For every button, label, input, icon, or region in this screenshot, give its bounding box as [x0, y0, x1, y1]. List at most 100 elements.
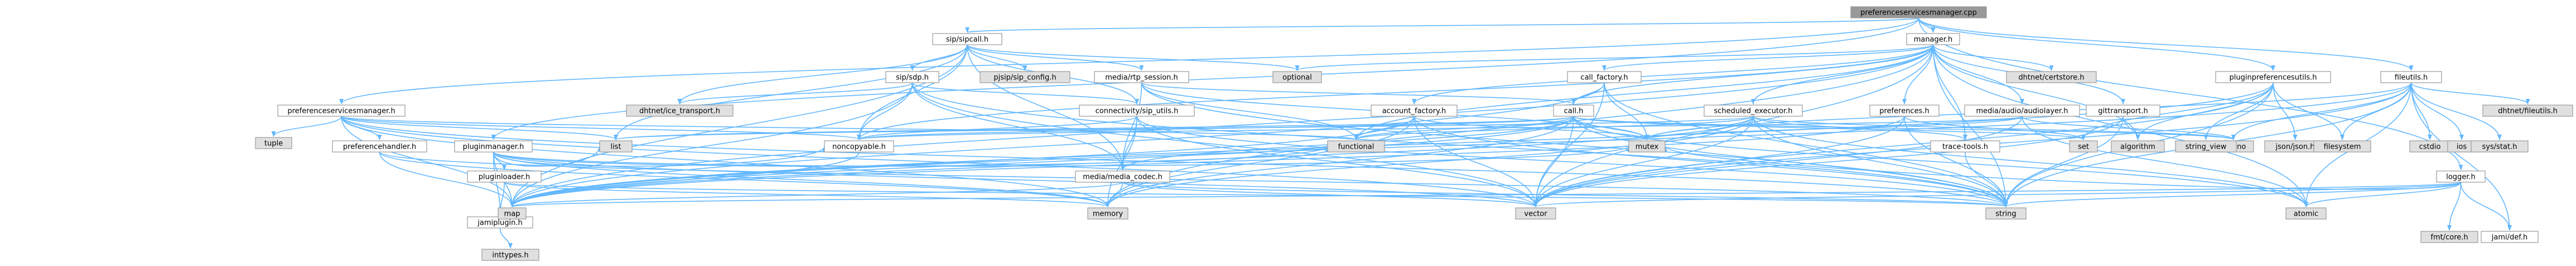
- node-label: pluginpreferencesutils.h: [2229, 74, 2317, 82]
- node-box: [1906, 33, 1960, 45]
- node-trace_tools[interactable]: trace-tools.h: [1930, 140, 2000, 153]
- node-scheduled_executor[interactable]: scheduled_executor.h: [1704, 104, 1803, 117]
- node-box: [1628, 140, 1666, 153]
- node-label: json/json.h: [2275, 143, 2315, 151]
- node-connectivity[interactable]: connectivity/sip_utils.h: [1079, 104, 1195, 117]
- node-label: media/audio/audiolayer.h: [1976, 107, 2068, 116]
- edge-manager-to-algorithm: [1932, 44, 2140, 140]
- edge-sipvoipcall-to-pjsip_config: [967, 44, 1027, 71]
- edge-logger-to-fmt_core: [2447, 182, 2462, 231]
- edge-sipvoipcall-to-noncopyable: [857, 44, 968, 140]
- node-box: [1094, 71, 1189, 83]
- node-media_codec[interactable]: media/media_codec.h: [1075, 170, 1170, 183]
- node-call_h[interactable]: call.h: [1553, 104, 1594, 117]
- node-box: [1327, 140, 1385, 153]
- node-pluginloader[interactable]: pluginloader.h: [467, 170, 542, 183]
- node-box: [1850, 6, 1987, 18]
- node-account_factory[interactable]: account_factory.h: [1371, 104, 1458, 117]
- node-atomic: atomic: [2285, 207, 2327, 220]
- edge-account_factory-to-mutex: [1414, 116, 1649, 140]
- edge-logger-to-atomic: [2304, 182, 2462, 207]
- node-label: list: [610, 143, 621, 151]
- edge-jamiplugin-to-inttypes: [499, 227, 513, 249]
- edge-logger-to-mutex: [1663, 146, 2462, 190]
- edge-prefservicesmgr_h-to-tuple: [271, 116, 342, 137]
- node-sipvoipcall[interactable]: sip/sipcall.h: [932, 33, 1002, 45]
- node-audiolayer[interactable]: media/audio/audiolayer.h: [1964, 104, 2080, 117]
- node-fileutils[interactable]: fileutils.h: [2380, 71, 2442, 83]
- edge-fileutils-to-ios: [2410, 82, 2464, 140]
- edge-scheduled_executor-to-vector: [1533, 116, 1754, 207]
- edge-manager-to-noncopyable: [857, 44, 1934, 140]
- node-box: [980, 71, 1070, 83]
- node-label: pluginloader.h: [479, 173, 530, 182]
- node-logger[interactable]: logger.h: [2436, 170, 2486, 183]
- node-label: sip/sipcall.h: [946, 36, 988, 44]
- edge-scheduled_executor-to-string: [1753, 116, 2008, 207]
- node-media_rtp[interactable]: media/rtp_session.h: [1094, 71, 1189, 83]
- node-box: [454, 140, 533, 153]
- node-map: map: [498, 207, 527, 220]
- edge-manager-to-functional: [1354, 44, 1934, 140]
- node-box: [1515, 207, 1556, 220]
- edge-pluginmanager-to-memory: [493, 151, 1110, 207]
- node-label: manager.h: [1914, 36, 1953, 44]
- node-set: set: [2069, 140, 2098, 153]
- edge-layer: [271, 17, 2530, 249]
- node-box: [2482, 104, 2573, 117]
- node-label: tuple: [264, 140, 283, 148]
- node-box: [1704, 104, 1803, 117]
- edge-scheduled_executor-to-list: [614, 116, 1754, 140]
- node-cstdio: cstdio: [2409, 140, 2450, 153]
- node-sipsdp[interactable]: sip/sdp.h: [885, 71, 939, 83]
- node-box: [1964, 104, 2080, 117]
- edge-pluginmanager-to-noncopyable: [493, 146, 827, 167]
- node-label: sip/sdp.h: [896, 74, 929, 82]
- edge-pluginprefutils-to-vector: [1533, 82, 2274, 207]
- edge-sipsdp-to-connectivity: [911, 82, 1139, 104]
- node-label: preferenceservicesmanager.cpp: [1860, 9, 1977, 17]
- node-gittransport[interactable]: gittransport.h: [2086, 104, 2160, 117]
- edge-media_codec-to-map: [510, 182, 1123, 207]
- node-root[interactable]: preferenceservicesmanager.cpp: [1850, 6, 1987, 18]
- node-jamiplugin[interactable]: jamiplugin.h: [467, 216, 533, 229]
- node-label: call_factory.h: [1580, 74, 1628, 82]
- node-prefservicesmgr_h[interactable]: preferenceservicesmanager.h: [277, 104, 406, 117]
- node-jamidef[interactable]: jami/def.h: [2481, 231, 2539, 243]
- node-box: [2380, 71, 2442, 83]
- edge-call_factory-to-call_h: [1571, 82, 1605, 104]
- node-box: [1371, 104, 1458, 117]
- edge-logger-to-jamidef: [2460, 182, 2512, 231]
- node-call_factory[interactable]: call_factory.h: [1567, 71, 1642, 83]
- node-noncopyable[interactable]: noncopyable.h: [824, 140, 894, 153]
- node-pluginprefutils[interactable]: pluginpreferencesutils.h: [2215, 71, 2331, 83]
- edge-pluginprefutils-to-filesystem: [2273, 82, 2345, 140]
- node-label: media/rtp_session.h: [1105, 74, 1178, 82]
- node-box: [2481, 231, 2539, 243]
- edge-prefservicesmgr_h-to-string: [341, 116, 2008, 207]
- edge-sipvoipcall-to-media_codec: [967, 44, 1125, 170]
- node-optional: optional: [1272, 71, 1322, 83]
- node-label: mutex: [1636, 143, 1659, 151]
- node-pluginmanager[interactable]: pluginmanager.h: [454, 140, 533, 153]
- edge-prefservicesmgr_h-to-vector: [341, 116, 1538, 207]
- node-label: call.h: [1564, 107, 1584, 116]
- node-manager[interactable]: manager.h: [1906, 33, 1960, 45]
- node-preferences_h[interactable]: preferences.h: [1869, 104, 1940, 117]
- node-prefhandler[interactable]: preferencehandler.h: [332, 140, 427, 153]
- node-box: [599, 140, 633, 153]
- edge-audiolayer-to-chrono: [2022, 116, 2236, 140]
- node-box: [2471, 140, 2529, 153]
- edge-fileutils-to-jamidef: [2410, 82, 2512, 231]
- edge-logger-to-vector: [1533, 182, 2462, 207]
- edge-call_factory-to-string: [1604, 82, 2008, 207]
- node-box: [2175, 140, 2237, 153]
- node-label: algorithm: [2120, 143, 2155, 151]
- node-mutex: mutex: [1628, 140, 1666, 153]
- node-box: [2111, 140, 2165, 153]
- edge-preferences_h-to-map: [510, 116, 1905, 207]
- node-label: vector: [1524, 210, 1547, 218]
- edge-connectivity-to-noncopyable: [857, 116, 1137, 140]
- edge-manager-to-atomic: [1932, 44, 2308, 207]
